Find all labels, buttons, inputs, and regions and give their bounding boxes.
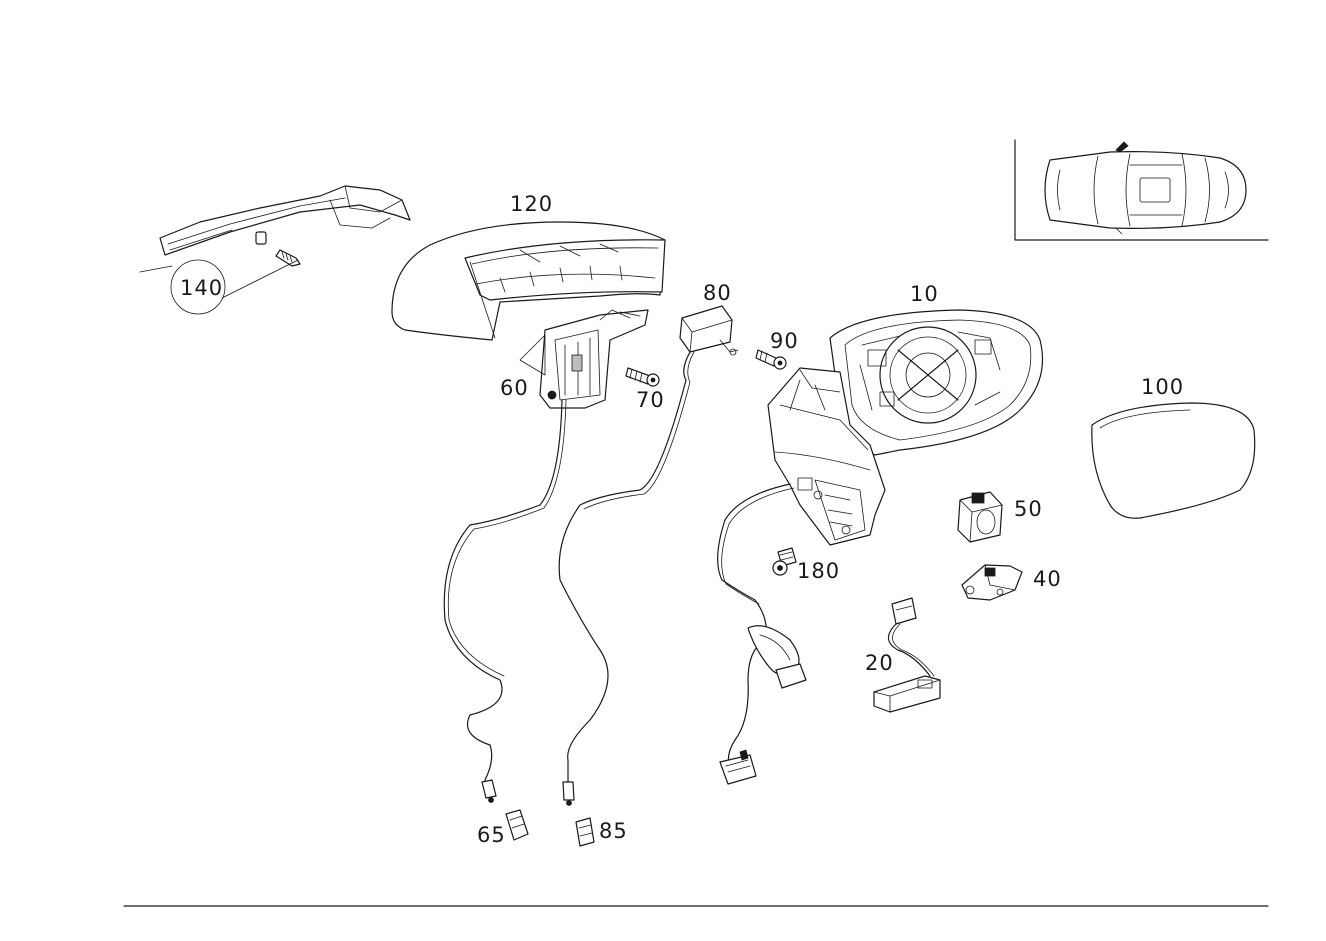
callout-65: 65	[477, 823, 506, 847]
part-40-switch	[961, 564, 1023, 601]
callout-80: 80	[703, 281, 732, 305]
callout-70: 70	[636, 388, 665, 412]
cable-60-to-65	[443, 399, 567, 796]
callout-60: 60	[500, 376, 529, 400]
part-70-screw	[625, 367, 660, 387]
part-80-control-module	[679, 305, 739, 356]
callout-20: 20	[865, 651, 894, 675]
part-65-connector	[481, 779, 529, 841]
part-50-adjustment-motor	[957, 491, 1003, 543]
callout-10: 10	[910, 282, 939, 306]
part-10-mirror-housing	[767, 309, 1044, 546]
part-90-screw	[755, 349, 787, 370]
callout-90: 90	[770, 329, 799, 353]
vehicle-location-inset	[1014, 139, 1269, 241]
part-180-screw	[772, 547, 797, 576]
part-85-connector	[562, 781, 595, 847]
car-top-view	[1044, 141, 1247, 235]
callout-85: 85	[599, 819, 628, 843]
callout-140: 140	[180, 276, 224, 300]
callout-120: 120	[510, 192, 554, 216]
part-20-lamp	[873, 597, 941, 713]
callout-180: 180	[797, 559, 841, 583]
part-120-mirror-cover	[391, 221, 666, 341]
callout-100: 100	[1141, 375, 1185, 399]
part-60-bracket	[519, 309, 649, 409]
cable-80-to-85	[558, 351, 695, 791]
part-140-turn-signal	[139, 185, 411, 315]
wiring-harness-10	[717, 483, 807, 785]
part-100-mirror-glass	[1091, 402, 1256, 519]
callout-40: 40	[1033, 567, 1062, 591]
callout-50: 50	[1014, 497, 1043, 521]
